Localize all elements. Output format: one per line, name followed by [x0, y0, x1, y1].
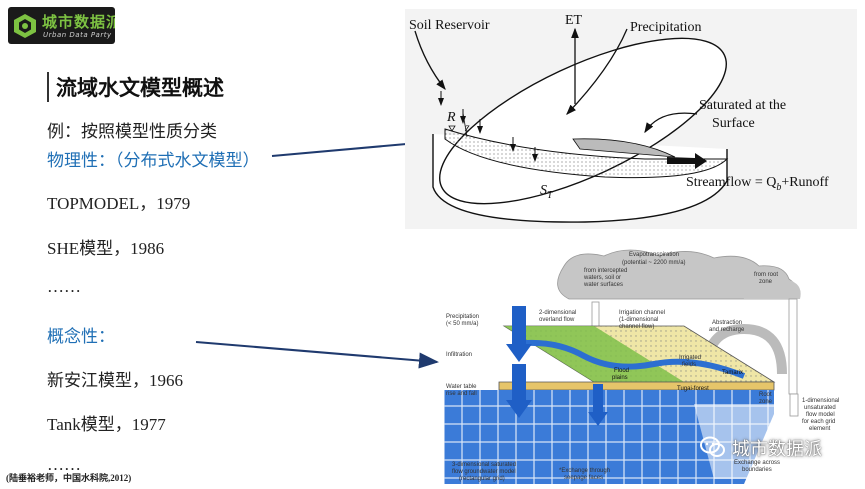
svg-text:ST: ST	[540, 183, 554, 201]
label-tamarix: Tamarix	[722, 370, 743, 376]
label-flood-1: Flood	[614, 368, 629, 374]
label-watertable-2: rise and fall	[446, 391, 477, 397]
label-evap-potential: (potential ~ 2200 mm/a)	[622, 260, 686, 266]
label-r: R	[446, 110, 456, 125]
arrow-to-topmodel-diagram	[271, 135, 431, 157]
label-saturated-1: Saturated at the	[699, 98, 786, 113]
label-st-sub: T	[547, 190, 554, 201]
label-seepage-1: *Exchange through	[559, 468, 610, 474]
physical-item-ellipsis: ……	[47, 277, 81, 296]
label-gw-3: (rectangular grid)	[459, 476, 505, 482]
svg-text:Streamflow = Qb+Runoff: Streamflow = Qb+Runoff	[686, 175, 829, 193]
label-precip-1: Precipitation	[446, 314, 479, 320]
label-tugai: Tugai-forest	[677, 386, 709, 392]
label-irrigation-1: Irrigation channel	[619, 310, 665, 316]
label-intercepted-2: waters, soil or	[583, 275, 621, 281]
label-exchange-2: boundaries	[742, 467, 772, 473]
label-irrigation-2: (1-dimensional	[619, 317, 658, 323]
label-streamflow: Streamflow = Q	[686, 175, 776, 190]
label-irrigated-1: Irrigated	[679, 355, 701, 361]
conceptual-item-xinanjiang: 新安江模型，1966	[47, 371, 183, 390]
intro-text: 例：按照模型性质分类	[47, 122, 217, 142]
label-unsat-3: flow model	[806, 412, 835, 418]
label-overland-1: 2-dimensional	[539, 310, 576, 316]
label-rootzone-1: Root	[759, 392, 772, 398]
physical-heading: 物理性：（分布式水文模型）	[47, 151, 260, 171]
topmodel-diagram: Soil Reservoir ET Precipitation Saturate…	[405, 9, 857, 229]
arrow-to-she-diagram	[195, 341, 439, 369]
label-irrigation-3: channel flow)	[619, 324, 654, 330]
physical-item-topmodel: TOPMODEL，1979	[47, 194, 191, 213]
label-streamflow-tail: +Runoff	[781, 175, 829, 190]
label-st: S	[540, 183, 547, 198]
label-gw-1: 3-dimensional saturated	[452, 462, 516, 468]
label-gw-2: flow groundwater model	[452, 469, 516, 475]
citation: (陆垂裕老师，中国水科院,2012)	[6, 473, 132, 483]
logo-brand-text: 城市数据派	[42, 13, 115, 31]
label-intercepted-1: from intercepted	[584, 268, 627, 274]
label-unsat-5: element	[809, 426, 831, 432]
label-watertable-1: Water table	[446, 384, 477, 390]
watermark-text: 城市数据派	[732, 439, 822, 460]
hexagon-logo-icon	[14, 14, 36, 38]
label-streamflow-sub: b	[776, 182, 781, 193]
label-intercepted-3: water surfaces	[583, 282, 623, 288]
conceptual-item-ellipsis: ……	[47, 455, 81, 474]
label-flood-2: plains	[612, 375, 628, 381]
conceptual-heading: 概念性：	[47, 327, 115, 347]
conceptual-item-tank: Tank模型，1977	[47, 415, 166, 434]
label-overland-2: overland flow	[539, 317, 575, 323]
label-seepage-2: seepage faces	[564, 475, 603, 481]
label-z: z	[464, 120, 470, 134]
label-evapotranspiration: Evapotranspiration	[629, 252, 679, 258]
label-precip-2: (< 50 mm/a)	[446, 321, 479, 327]
label-unsat-4: for each grid	[802, 419, 835, 425]
label-saturated-2: Surface	[712, 116, 755, 131]
physical-item-she: SHE模型，1986	[47, 239, 165, 258]
label-soil-reservoir: Soil Reservoir	[409, 18, 490, 33]
label-et: ET	[565, 13, 583, 28]
she-model-diagram: Evapotranspiration (potential ~ 2200 mm/…	[444, 244, 854, 485]
label-root-2: zone	[759, 279, 773, 285]
label-root-1: from root	[754, 272, 778, 278]
label-unsat-1: 1-dimensional	[802, 398, 839, 404]
brand-logo: 城市数据派 Urban Data Party	[8, 7, 115, 44]
label-precipitation: Precipitation	[630, 20, 702, 35]
wechat-icon	[700, 436, 725, 457]
slide-title: 流域水文模型概述	[56, 76, 224, 100]
label-irrigated-2: fields	[682, 362, 696, 368]
title-accent-bar	[47, 72, 49, 102]
label-infiltration: Infiltration	[446, 352, 472, 358]
label-abstraction-1: Abstraction	[712, 320, 742, 326]
label-exchange-1: Exchange across	[734, 460, 780, 466]
label-unsat-2: unsaturated	[804, 405, 836, 411]
logo-subtitle: Urban Data Party	[43, 31, 112, 39]
label-rootzone-2: zone	[759, 399, 773, 405]
label-abstraction-2: and recharge	[709, 327, 745, 333]
